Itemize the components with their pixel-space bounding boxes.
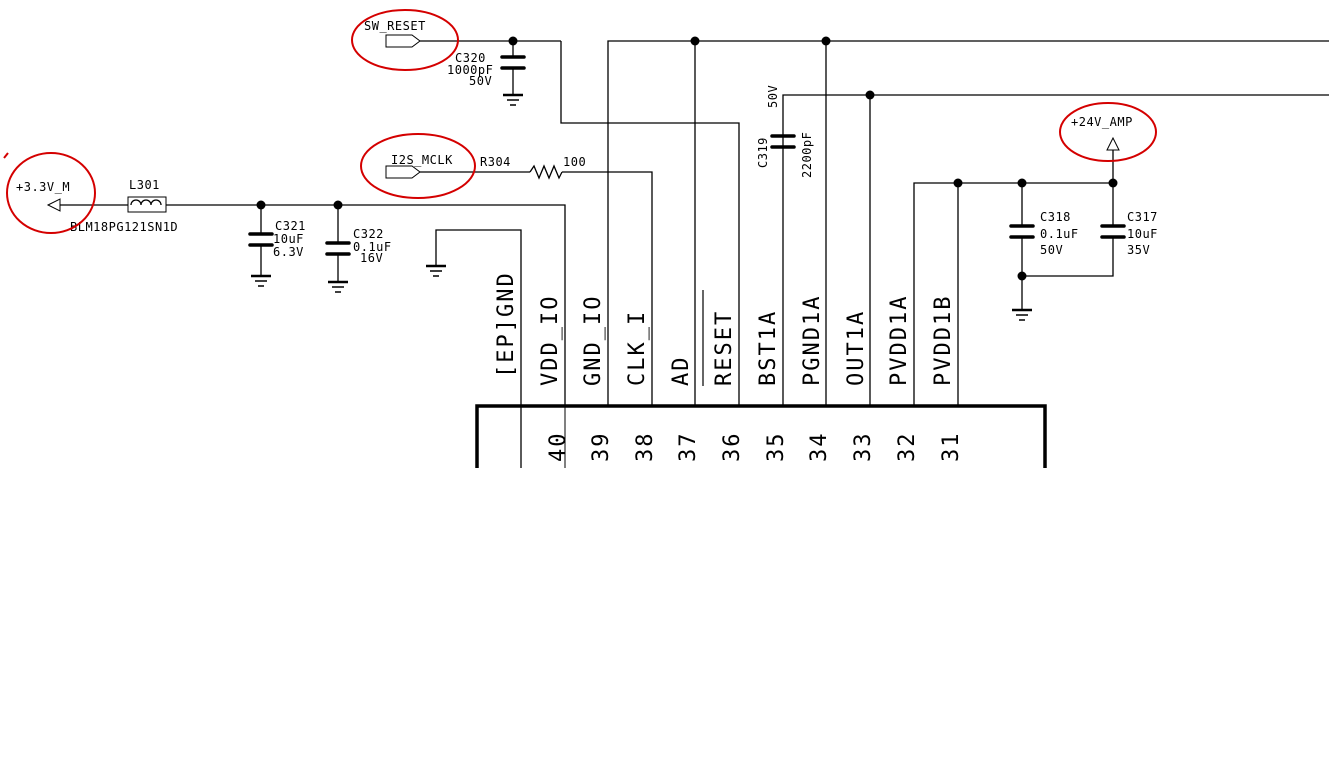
c322-voltage: 16V xyxy=(360,251,383,265)
pin-name-gnd-io: GND_IO xyxy=(581,295,606,386)
annotation-circle-24v-amp xyxy=(1059,102,1157,162)
c317-value: 10uF xyxy=(1127,227,1158,241)
pin-number-35: 35 xyxy=(764,432,789,463)
c318-voltage: 50V xyxy=(1040,243,1063,257)
c320-value: 1000pF xyxy=(447,63,493,77)
l301-ref: L301 xyxy=(129,178,160,192)
c317-ref: C317 xyxy=(1127,210,1158,224)
pin-name-vdd-io: VDD_IO xyxy=(538,295,563,386)
net-label-3v3: +3.3V_M xyxy=(16,180,70,194)
wires xyxy=(60,40,1329,406)
c317-voltage: 35V xyxy=(1127,243,1150,257)
c321-ref: C321 xyxy=(275,219,306,233)
pin-number-39: 39 xyxy=(589,432,614,463)
pin-name-reset: RESET xyxy=(712,310,737,386)
r304-ref: R304 xyxy=(480,155,511,169)
pin-name-labels: [EP]GND VDD_IO GND_IO CLK_I AD RESET BST… xyxy=(494,271,956,386)
c321-voltage: 6.3V xyxy=(273,245,304,259)
annotation-circle-i2s-mclk xyxy=(360,133,476,199)
c321-value: 10uF xyxy=(273,232,304,246)
c320-ref: C320 xyxy=(455,51,486,65)
pin-number-37: 37 xyxy=(676,432,701,463)
pin-number-33: 33 xyxy=(851,432,876,463)
pin-name-pvdd1a: PVDD1A xyxy=(887,295,912,386)
net-label-i2s-mclk: I2S_MCLK xyxy=(391,153,453,167)
pin-name-bst1a: BST1A xyxy=(756,310,781,386)
red-annotation-circles xyxy=(3,9,1157,234)
l301-part: BLM18PG121SN1D xyxy=(70,220,178,234)
annotation-circle-sw-reset xyxy=(351,9,459,71)
net-label-24v-amp: +24V_AMP xyxy=(1071,115,1133,129)
c319-value: 2200pF xyxy=(800,132,814,178)
pin-name-clk-i: CLK_I xyxy=(625,310,650,386)
c322-ref: C322 xyxy=(353,227,384,241)
c319-voltage: 50V xyxy=(766,85,780,108)
ground-symbols xyxy=(251,93,1032,321)
annotation-circle-3v3 xyxy=(6,152,96,234)
net-label-sw-reset: SW_RESET xyxy=(364,19,426,33)
c318-ref: C318 xyxy=(1040,210,1071,224)
pin-number-34: 34 xyxy=(807,432,832,463)
c319-ref: C319 xyxy=(756,137,770,168)
cut-text-out1b: OUT1B xyxy=(1068,470,1144,495)
c318-value: 0.1uF xyxy=(1040,227,1079,241)
pin-number-32: 32 xyxy=(895,432,920,463)
pin-number-38: 38 xyxy=(633,432,658,463)
pin-number-36: 36 xyxy=(720,432,745,463)
junction-dots xyxy=(256,36,1118,281)
capacitor-symbols xyxy=(248,55,1126,256)
r304-value: 100 xyxy=(563,155,586,169)
pin-name-ad: AD xyxy=(669,356,694,387)
pin-name-pvdd1b: PVDD1B xyxy=(931,295,956,386)
c320-voltage: 50V xyxy=(469,74,492,88)
resistor-r304 xyxy=(529,164,563,180)
cut-text-agnd-pll: AGND_PLL xyxy=(296,470,418,495)
inductor-l301 xyxy=(127,196,167,213)
pin-name-out1a: OUT1A xyxy=(844,310,869,386)
pin-number-40: 40 xyxy=(546,432,571,463)
pin-name-pgnd1a: PGND1A xyxy=(800,295,825,386)
pin-name-ep-gnd: [EP]GND xyxy=(494,271,519,378)
pin-number-31: 31 xyxy=(939,432,964,463)
pin-number-labels: 40 39 38 37 36 35 34 33 32 31 xyxy=(546,432,964,463)
ic-body xyxy=(475,404,1047,468)
port-symbols xyxy=(46,34,1120,212)
c322-value: 0.1uF xyxy=(353,240,392,254)
